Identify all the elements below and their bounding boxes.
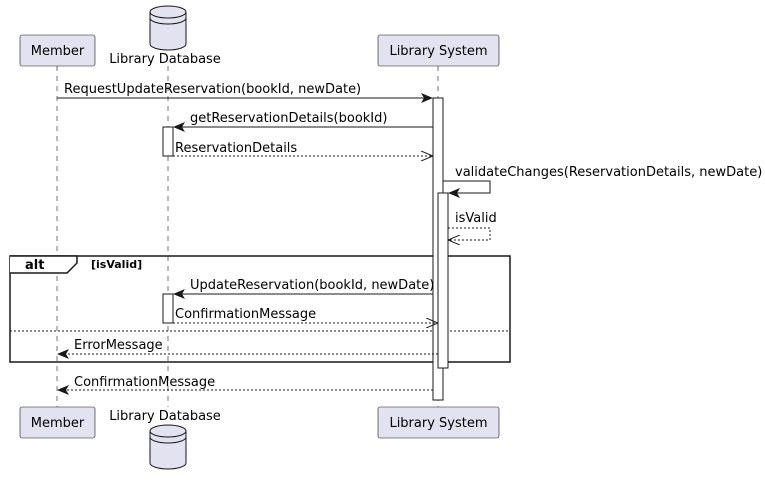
participant-label: Library System: [389, 416, 487, 431]
participant-library-system: Library System: [377, 406, 500, 439]
database-icon: [149, 12, 187, 51]
activation-library-system-nested: [437, 192, 449, 369]
database-icon-band: [149, 436, 187, 444]
participant-label: Library Database: [109, 409, 221, 424]
alt-fragment: alt [isValid]: [9, 255, 511, 363]
alt-fragment-title: alt: [25, 258, 44, 273]
participant-library-database: Library Database: [109, 409, 221, 470]
database-icon-band: [149, 17, 187, 25]
participant-label: Member: [31, 416, 85, 431]
participant-member: Member: [19, 406, 96, 439]
message-label: ReservationDetails: [175, 141, 297, 156]
message-label: isValid: [455, 211, 497, 226]
activation-library-database: [162, 293, 174, 324]
participant-library-system: Library System: [377, 34, 500, 67]
activation-bars: [162, 97, 449, 401]
alt-fragment-tab: [10, 255, 78, 274]
activation-library-database: [162, 126, 174, 157]
message-label: ConfirmationMessage: [74, 375, 215, 390]
participant-label: Library Database: [109, 52, 221, 67]
participants-top: Member Library Database Library System: [19, 5, 500, 67]
participant-box: [377, 34, 500, 67]
messages: RequestUpdateReservation(bookId, newDate…: [57, 82, 762, 395]
message-label: UpdateReservation(bookId, newDate): [190, 278, 434, 293]
participant-box: [19, 34, 96, 67]
participant-label: Member: [31, 44, 85, 59]
message-arrow: [443, 180, 491, 198]
database-icon-top: [149, 424, 187, 438]
database-icon: [149, 431, 187, 470]
participant-library-database: Library Database: [109, 5, 221, 67]
alt-fragment-frame: [9, 255, 511, 363]
participants-bottom: Member Library Database Library System: [19, 406, 500, 470]
message-label: getReservationDetails(bookId): [190, 111, 387, 126]
message-arrow: [448, 227, 491, 240]
message-label: RequestUpdateReservation(bookId, newDate…: [64, 82, 361, 97]
alt-fragment-guard: [isValid]: [91, 258, 142, 271]
participant-box: [19, 406, 96, 439]
participant-member: Member: [19, 34, 96, 67]
database-icon-top: [149, 5, 187, 19]
message-label: validateChanges(ReservationDetails, newD…: [455, 165, 762, 180]
participant-box: [377, 406, 500, 439]
participant-label: Library System: [389, 44, 487, 59]
message-label: ConfirmationMessage: [175, 307, 316, 322]
message-label: ErrorMessage: [74, 338, 163, 353]
